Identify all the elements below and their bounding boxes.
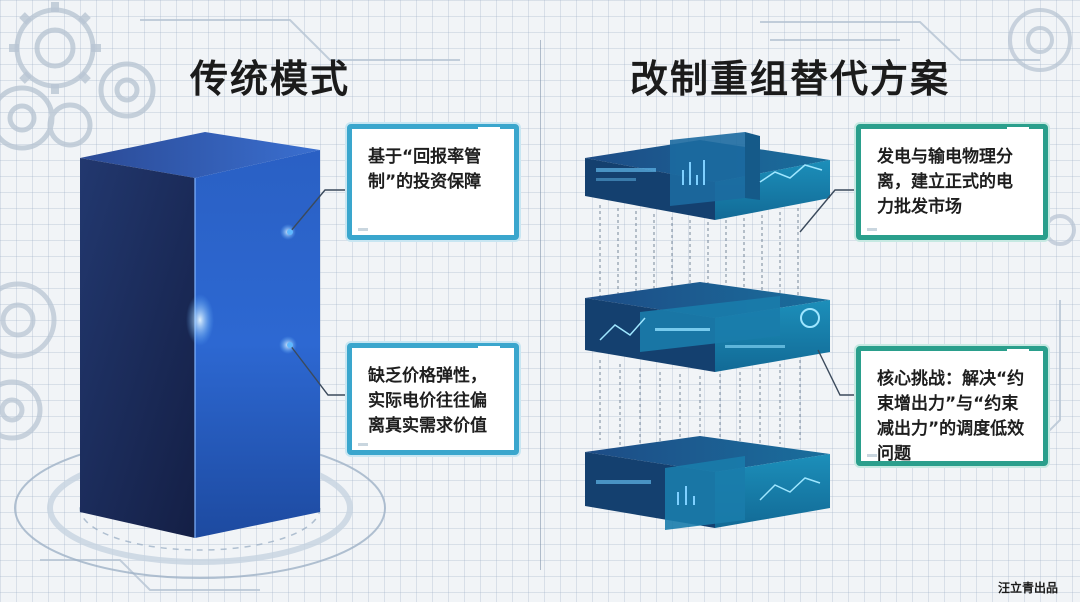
connector-lines <box>287 189 348 396</box>
callout-text: 缺乏价格弹性，实际电价往往偏离真实需求价值 <box>368 366 487 436</box>
restructuring-plan-title: 改制重组替代方案 <box>629 57 950 101</box>
callout-text: 核心挑战：解决“约束增出力”与“约束减出力”的调度低效问题 <box>877 369 1025 464</box>
gear-icon <box>9 2 101 94</box>
gear-icon <box>0 281 57 441</box>
callout-dispatch-challenge: 核心挑战：解决“约束增出力”与“约束减出力”的调度低效问题 <box>856 346 1048 466</box>
module-layer-middle <box>585 282 830 372</box>
callout-price-inelasticity: 缺乏价格弹性，实际电价往往偏离真实需求价值 <box>347 343 519 455</box>
callout-wholesale-market: 发电与输电物理分离，建立正式的电力批发市场 <box>856 124 1048 240</box>
traditional-model-title: 传统模式 <box>189 57 350 101</box>
module-layer-top <box>585 132 830 220</box>
connector-lines <box>799 189 857 396</box>
callout-text: 发电与输电物理分离，建立正式的电力批发市场 <box>877 147 1013 217</box>
monolith-block <box>80 132 320 538</box>
callout-text: 基于“回报率管制”的投资保障 <box>368 147 482 192</box>
center-divider <box>540 40 541 570</box>
author-credit: 汪立青出品 <box>997 581 1058 595</box>
callout-return-regulation: 基于“回报率管制”的投资保障 <box>347 124 519 240</box>
module-layer-bottom <box>585 436 830 530</box>
